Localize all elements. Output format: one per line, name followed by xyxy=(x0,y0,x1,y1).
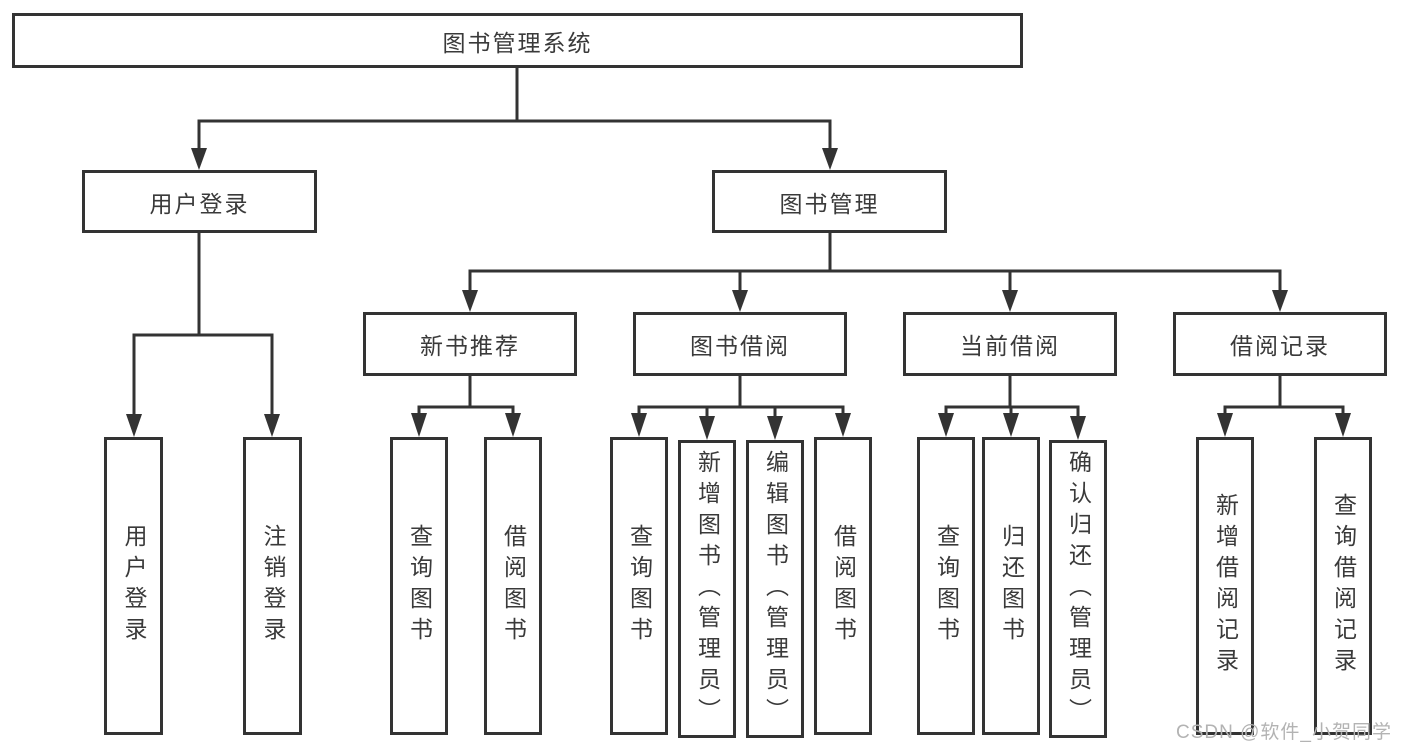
node-label: 确认归还（管理员） xyxy=(1065,449,1092,729)
arrowhead xyxy=(191,148,207,170)
leaf-user-login: 用户登录 xyxy=(104,437,163,735)
leaf-borrow-books-1: 借阅图书 xyxy=(484,437,542,735)
leaf-borrow-books-2: 借阅图书 xyxy=(814,437,872,735)
node-label: 用户登录 xyxy=(149,190,250,217)
node-label: 查询图书 xyxy=(933,524,960,648)
node-root: 图书管理系统 xyxy=(12,13,1023,68)
node-label: 查询图书 xyxy=(626,524,653,648)
node-label: 用户登录 xyxy=(121,524,147,648)
arrowhead xyxy=(264,414,280,437)
leaf-add-borrow-record: 新增借阅记录 xyxy=(1196,437,1254,735)
arrowhead xyxy=(1335,413,1351,437)
arrowhead xyxy=(505,413,521,437)
leaf-query-books-3: 查询图书 xyxy=(917,437,975,735)
arrowhead xyxy=(631,413,647,437)
node-label: 新增借阅记录 xyxy=(1212,493,1239,679)
node-label: 借阅图书 xyxy=(500,524,527,648)
arrowhead xyxy=(699,416,715,440)
node-label: 图书管理系统 xyxy=(442,29,593,56)
node-book-borrow: 图书借阅 xyxy=(633,312,847,376)
node-label: 新增图书（管理员） xyxy=(694,449,721,729)
node-label: 查询借阅记录 xyxy=(1330,493,1357,679)
connector-root-to-level1 xyxy=(191,66,838,170)
node-label: 当前借阅 xyxy=(960,333,1060,359)
connector-borrow-records-children xyxy=(1217,374,1351,437)
connector-user-login-children xyxy=(126,231,280,437)
node-current-borrow: 当前借阅 xyxy=(903,312,1117,376)
arrowhead xyxy=(822,148,838,170)
leaf-edit-book-admin: 编辑图书（管理员） xyxy=(746,440,804,738)
node-borrow-records: 借阅记录 xyxy=(1173,312,1387,376)
arrowhead xyxy=(835,413,851,437)
node-label: 借阅图书 xyxy=(830,524,857,648)
node-label: 查询图书 xyxy=(406,524,433,648)
node-label: 图书借阅 xyxy=(690,333,790,359)
connector-current-borrow-children xyxy=(938,374,1086,440)
connector-book-management-children xyxy=(462,231,1288,312)
node-new-book-recommend: 新书推荐 xyxy=(363,312,577,376)
leaf-logout: 注销登录 xyxy=(243,437,302,735)
node-label: 新书推荐 xyxy=(420,333,520,359)
arrowhead xyxy=(1272,290,1288,312)
arrowhead xyxy=(411,413,427,437)
node-label: 注销登录 xyxy=(260,524,286,648)
arrowhead xyxy=(1003,413,1019,437)
connector-new-book-children xyxy=(411,374,521,437)
leaf-return-books: 归还图书 xyxy=(982,437,1040,735)
watermark: CSDN @软件_小贺同学 xyxy=(1176,722,1392,743)
connector-book-borrow-children xyxy=(631,374,851,440)
leaf-query-books-2: 查询图书 xyxy=(610,437,668,735)
node-label: 借阅记录 xyxy=(1230,333,1330,359)
leaf-confirm-return-admin: 确认归还（管理员） xyxy=(1049,440,1107,738)
leaf-query-books-1: 查询图书 xyxy=(390,437,448,735)
arrowhead xyxy=(732,290,748,312)
node-user-login: 用户登录 xyxy=(82,170,317,233)
leaf-add-book-admin: 新增图书（管理员） xyxy=(678,440,736,738)
node-label: 编辑图书（管理员） xyxy=(762,449,789,729)
node-label: 归还图书 xyxy=(998,524,1025,648)
arrowhead xyxy=(767,416,783,440)
arrowhead xyxy=(1217,413,1233,437)
leaf-query-borrow-record: 查询借阅记录 xyxy=(1314,437,1372,735)
arrowhead xyxy=(1002,290,1018,312)
node-label: 图书管理 xyxy=(779,190,880,217)
node-book-management: 图书管理 xyxy=(712,170,947,233)
arrowhead xyxy=(1070,416,1086,440)
arrowhead xyxy=(462,290,478,312)
arrowhead xyxy=(938,413,954,437)
arrowhead xyxy=(126,414,142,437)
